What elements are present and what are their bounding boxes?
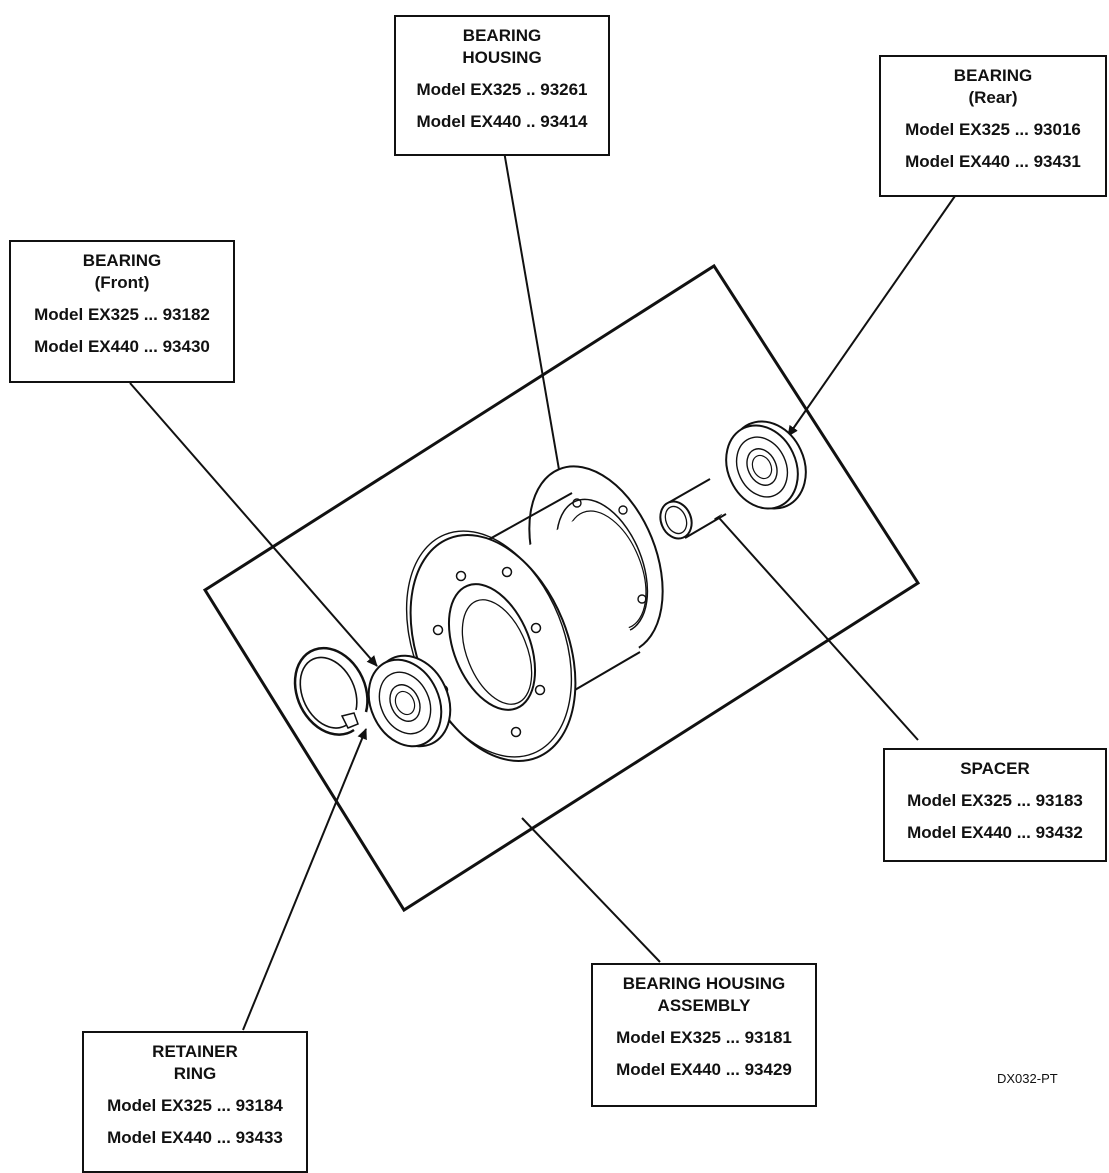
- model-ex325-row: Model EX325 ... 93183: [907, 791, 1083, 810]
- leader-spacer: [711, 509, 919, 741]
- front-bearing-part: [367, 654, 452, 748]
- model-ex440-row: Model EX440 .. 93414: [416, 112, 588, 131]
- leader-bearing-front: [129, 382, 378, 667]
- callout-housing-assembly: BEARING HOUSING ASSEMBLY Model EX325 ...…: [591, 963, 817, 1107]
- leader-retainer-ring: [242, 728, 367, 1031]
- leader-housing-assembly: [521, 817, 661, 963]
- leader-bearing-housing: [499, 127, 566, 488]
- callout-retainer-ring: RETAINER RING Model EX325 ... 93184 Mode…: [82, 1031, 308, 1173]
- callout-title: BEARING (Rear): [953, 66, 1033, 107]
- rear-bearing-part: [725, 420, 807, 510]
- callout-title: BEARING HOUSING: [462, 26, 542, 67]
- model-ex325-row: Model EX325 ... 93184: [107, 1096, 283, 1115]
- callout-bearing-housing: BEARING HOUSING Model EX325 .. 93261 Mod…: [394, 15, 610, 156]
- callout-bearing-front: BEARING (Front) Model EX325 ... 93182 Mo…: [9, 240, 235, 383]
- model-ex325-row: Model EX325 .. 93261: [416, 80, 588, 99]
- drawing-code: DX032-PT: [997, 1071, 1058, 1086]
- callout-bearing-rear: BEARING (Rear) Model EX325 ... 93016 Mod…: [879, 55, 1107, 197]
- model-ex440-row: Model EX440 ... 93430: [34, 337, 210, 356]
- callout-title: SPACER: [960, 759, 1030, 778]
- model-ex440-row: Model EX440 ... 93429: [616, 1060, 792, 1079]
- callout-title: BEARING (Front): [82, 251, 162, 292]
- model-ex325-row: Model EX325 ... 93181: [616, 1028, 792, 1047]
- model-ex325-row: Model EX325 ... 93016: [905, 120, 1081, 139]
- leader-bearing-rear: [787, 195, 956, 437]
- model-ex440-row: Model EX440 ... 93432: [907, 823, 1083, 842]
- callout-title: RETAINER RING: [152, 1042, 238, 1083]
- model-ex440-row: Model EX440 ... 93431: [905, 152, 1081, 171]
- retainer-ring-part: [293, 646, 369, 736]
- callout-title: BEARING HOUSING ASSEMBLY: [622, 974, 786, 1015]
- assembly-outline: [202, 263, 921, 913]
- callout-spacer: SPACER Model EX325 ... 93183 Model EX440…: [883, 748, 1107, 862]
- spacer-part: [659, 478, 730, 540]
- model-ex325-row: Model EX325 ... 93182: [34, 305, 210, 324]
- model-ex440-row: Model EX440 ... 93433: [107, 1128, 283, 1147]
